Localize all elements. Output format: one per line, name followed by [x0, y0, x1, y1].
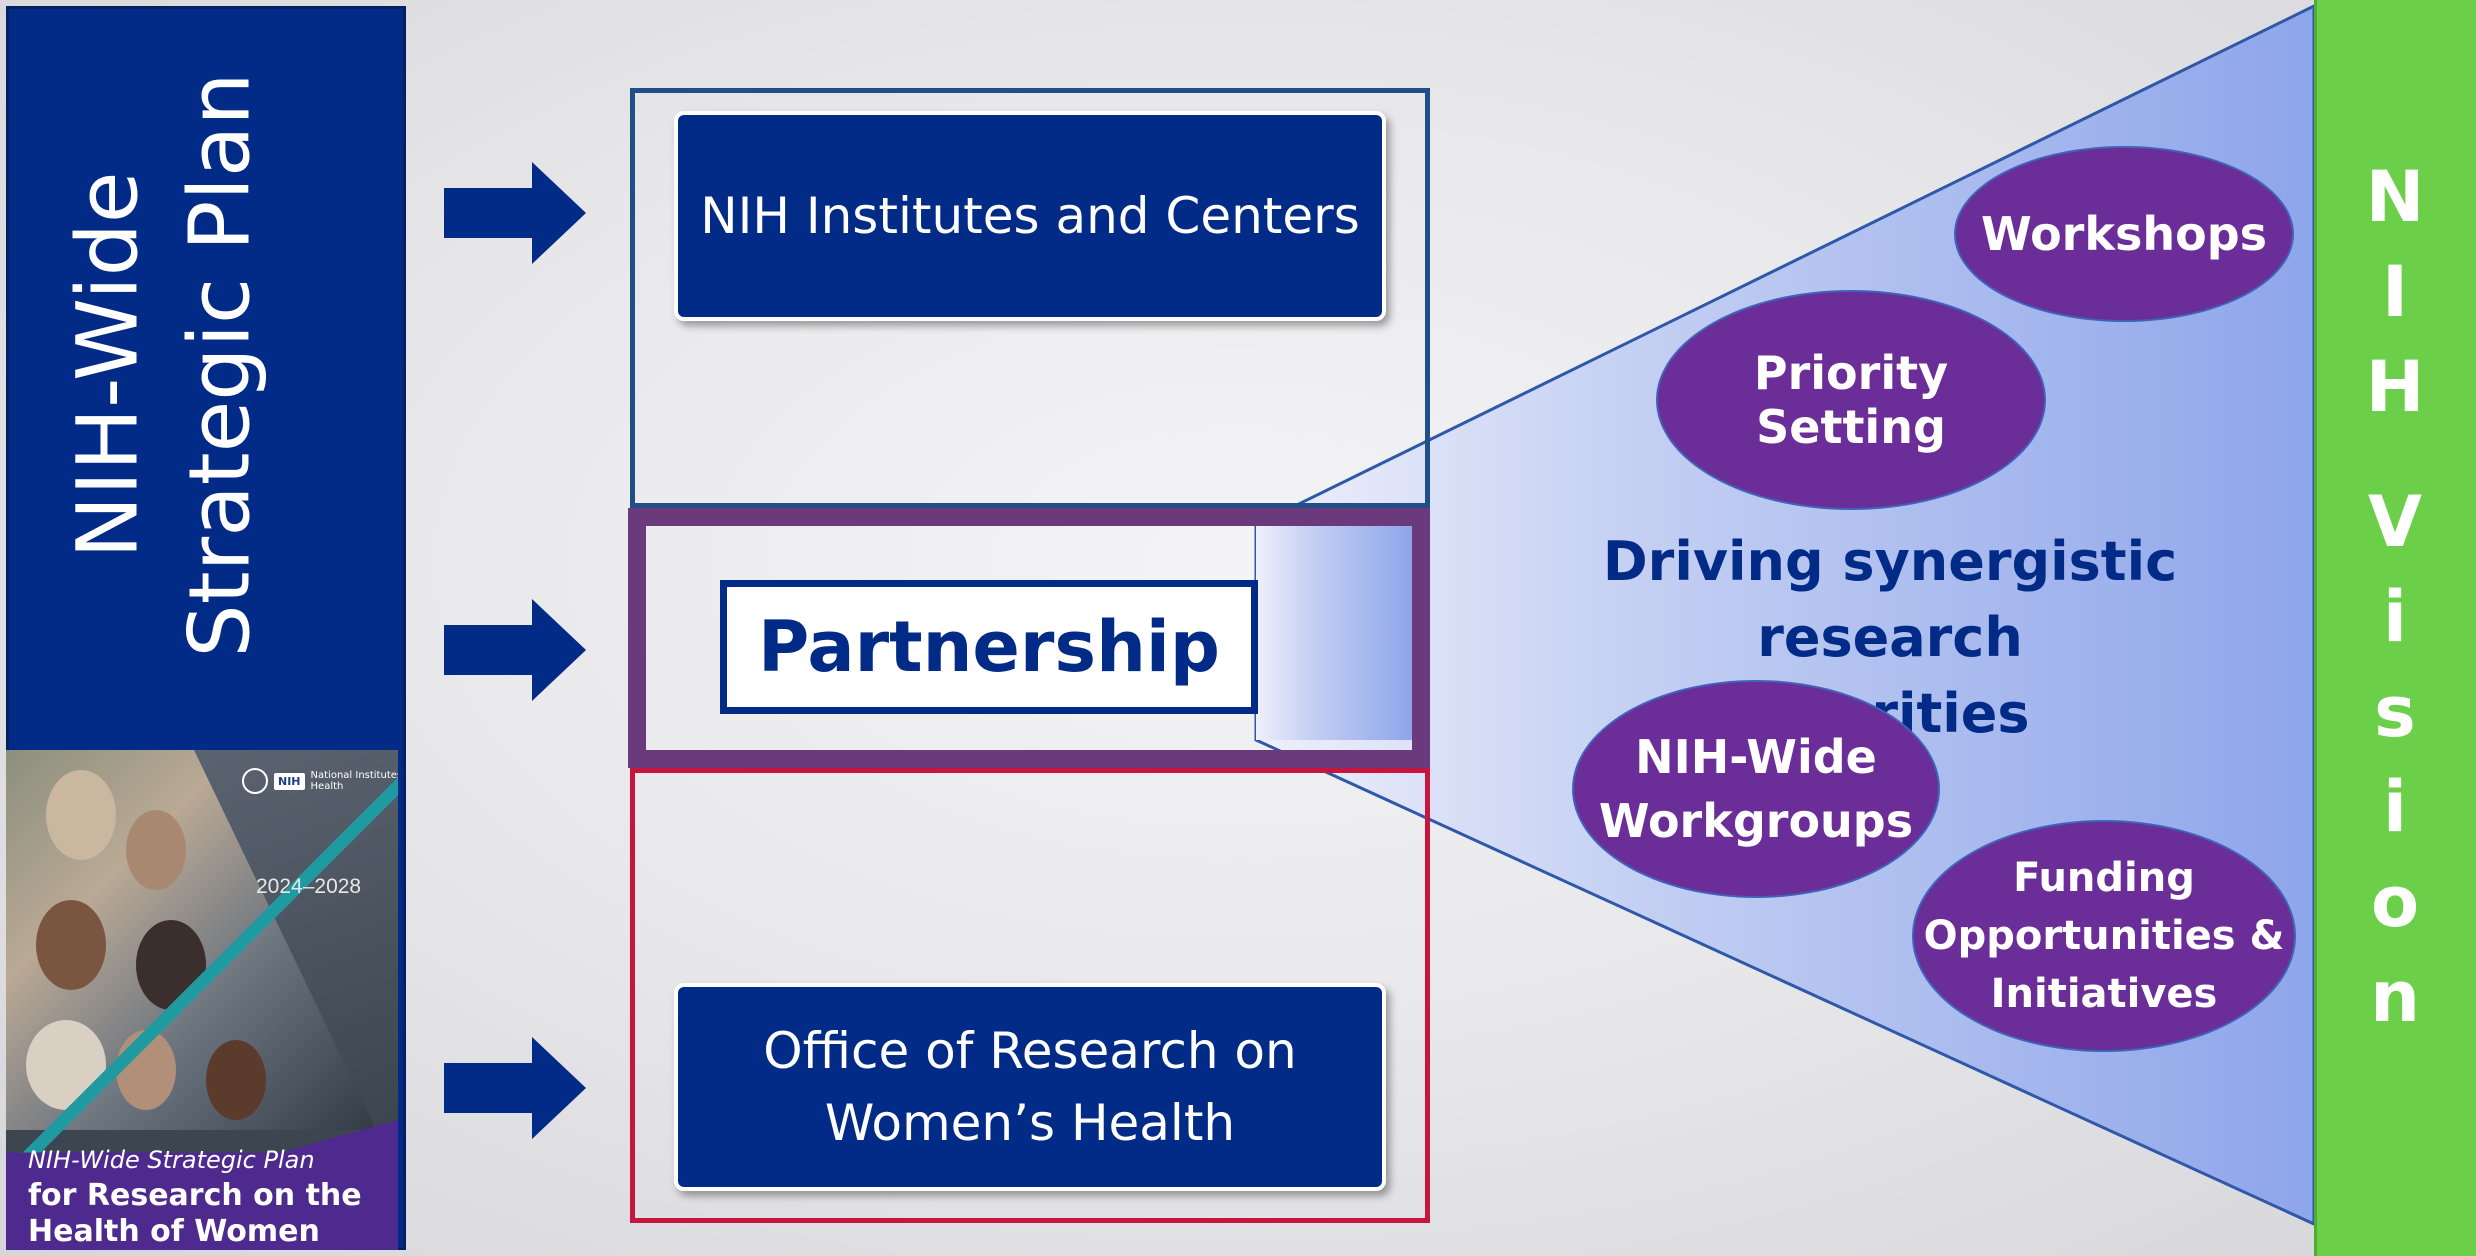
nih-vision-panel [2314, 0, 2476, 1256]
funding-label-line1: Funding [2013, 855, 2195, 901]
vision-letter: V [2367, 481, 2423, 563]
funding-label-line2: Opportunities & [1923, 913, 2285, 959]
orwh-box: Office of Research on Women’s Health [674, 983, 1386, 1191]
vision-letter: o [2370, 861, 2420, 943]
strategic-plan-cover: NIH National Institutes of Health 2024–2… [6, 750, 398, 1250]
arrow-right-icon [440, 1033, 590, 1143]
priority-setting-label: Priority Setting [1753, 346, 1949, 454]
nih-logo-badge: NIH [274, 772, 305, 790]
partnership-frame [628, 508, 1430, 768]
cover-nih-logo: NIH National Institutes of Health [242, 768, 398, 794]
vision-letter: n [2370, 956, 2420, 1038]
strategic-plan-title-line1: NIH-Wide [59, 171, 158, 559]
orwh-label-line1: Office of Research on [763, 1022, 1297, 1080]
workshops-ellipse: Workshops [1954, 146, 2294, 322]
priority-setting-ellipse: Priority Setting [1656, 290, 2046, 510]
institutes-and-centers-box: NIH Institutes and Centers [674, 111, 1386, 321]
vision-letter: i [2383, 766, 2407, 848]
institutes-frame [630, 88, 1430, 508]
nih-vision-text: N I H V i s i o n [2314, 150, 2476, 1045]
orwh-frame [630, 768, 1430, 1223]
hhs-seal-icon [242, 768, 268, 794]
cover-caption-line1: NIH-Wide Strategic Plan [28, 1146, 315, 1174]
funding-ellipse: Funding Opportunities & Initiatives [1912, 820, 2296, 1052]
nih-logo-text: National Institutes of Health [310, 770, 398, 792]
workshops-label: Workshops [1980, 207, 2268, 261]
vision-letter: N [2365, 156, 2425, 238]
vision-letter: H [2365, 346, 2425, 428]
strategic-plan-title-line2: Strategic Plan [171, 72, 270, 658]
arrow-right-icon [440, 158, 590, 268]
vision-letter: i [2383, 576, 2407, 658]
arrow-right-icon [440, 595, 590, 705]
partnership-label: Partnership [757, 606, 1221, 688]
cover-caption-line3: Health of Women [28, 1214, 320, 1249]
cover-years: 2024–2028 [256, 875, 362, 898]
vision-letter: I [2381, 251, 2409, 333]
strategic-plan-title: NIH-Wide Strategic Plan [44, 72, 284, 657]
workgroups-label-line1: NIH-Wide [1635, 730, 1877, 784]
vision-letter: s [2374, 671, 2416, 753]
cover-caption: NIH-Wide Strategic Plan for Research on … [28, 1142, 362, 1250]
workgroups-label-line2: Workgroups [1598, 794, 1914, 848]
partnership-box: Partnership [720, 580, 1258, 714]
funding-label-line3: Initiatives [1990, 971, 2218, 1017]
cover-caption-line2: for Research on the [28, 1178, 362, 1213]
workgroups-ellipse: NIH-Wide Workgroups [1572, 680, 1940, 898]
orwh-label-line2: Women’s Health [824, 1094, 1236, 1152]
funnel-headline-line1: Driving synergistic research [1602, 530, 2178, 669]
institutes-label: NIH Institutes and Centers [700, 187, 1360, 245]
